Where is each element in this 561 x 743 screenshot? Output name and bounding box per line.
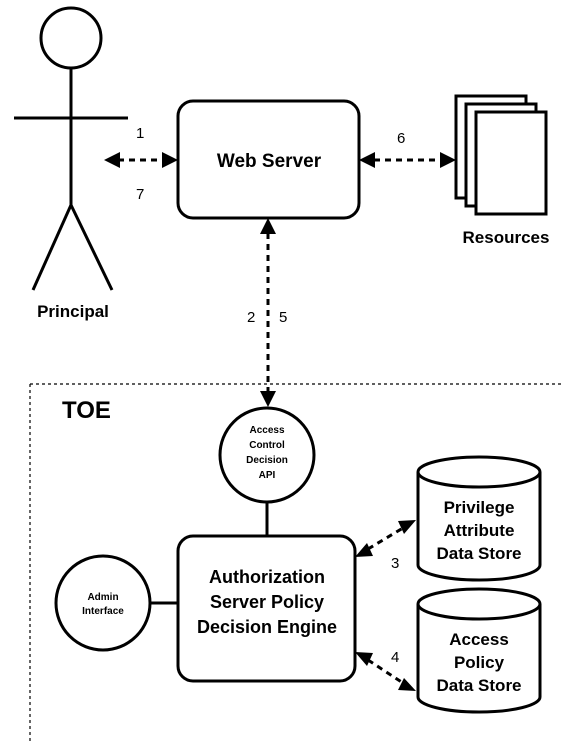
web-server-label: Web Server	[217, 151, 322, 172]
policy-line-1: Access	[449, 630, 509, 649]
principal-label: Principal	[37, 302, 109, 321]
principal-webserver-arrow	[104, 152, 178, 168]
principal-figure	[14, 6, 128, 291]
admin-line-2: Interface	[82, 606, 124, 617]
policy-line-3: Data Store	[436, 676, 521, 695]
flow-number-5: 5	[279, 309, 287, 326]
flow-number-6: 6	[397, 130, 405, 147]
policy-line-2: Policy	[454, 653, 505, 672]
resources-documents-icon	[454, 94, 548, 216]
webserver-api-arrow	[260, 218, 276, 407]
toe-boundary	[29, 383, 561, 743]
engine-line-3: Decision Engine	[197, 617, 337, 637]
flow-number-1: 1	[136, 125, 144, 142]
admin-interface-circle	[54, 554, 152, 652]
flow-number-2: 2	[247, 309, 255, 326]
engine-line-2: Server Policy	[210, 592, 324, 612]
toe-label: TOE	[62, 397, 111, 424]
access-policy-store-cylinder	[416, 587, 542, 714]
web-server-box	[176, 99, 361, 220]
privilege-store-cylinder	[416, 455, 542, 582]
admin-line-1: Admin	[87, 592, 118, 603]
privilege-line-1: Privilege	[444, 498, 515, 517]
api-line-4: API	[259, 470, 276, 481]
engine-line-1: Authorization	[209, 567, 325, 587]
api-line-1: Access	[249, 425, 284, 436]
flow-number-4: 4	[391, 649, 399, 666]
resources-label: Resources	[463, 228, 550, 247]
flow-number-7: 7	[136, 186, 144, 203]
engine-privilege-arrow	[355, 520, 416, 557]
authorization-engine-box	[176, 534, 357, 683]
privilege-line-2: Attribute	[444, 521, 515, 540]
api-line-3: Decision	[246, 455, 288, 466]
flow-number-3: 3	[391, 555, 399, 572]
webserver-resources-arrow	[359, 152, 456, 168]
privilege-line-3: Data Store	[436, 544, 521, 563]
engine-policy-arrow	[355, 652, 416, 691]
api-line-2: Control	[249, 440, 285, 451]
